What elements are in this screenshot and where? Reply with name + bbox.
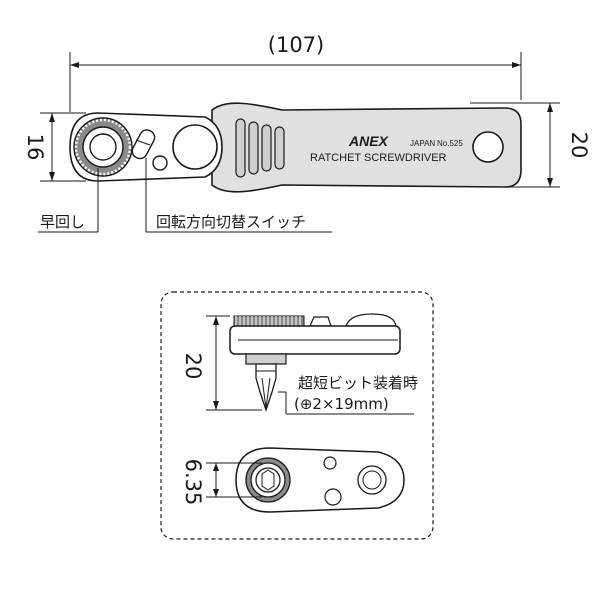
bottom-pin-lower	[324, 488, 342, 506]
callout-direction-switch-label: 回転方向切替スイッチ	[156, 213, 306, 231]
direction-switch	[131, 129, 156, 160]
length-dimension-label: (107)	[268, 33, 324, 57]
bottom-view-head	[235, 447, 405, 513]
top-view: (107) ANEX JAPAN No.525 RATCHET SCREWDRI…	[23, 33, 591, 233]
bottom-pin-upper	[323, 456, 337, 470]
side-view-head	[229, 313, 401, 355]
head-pin	[152, 155, 168, 171]
product-name: RATCHET SCREWDRIVER	[310, 152, 447, 164]
callout-quick-turn: 早回し	[38, 168, 99, 233]
handle: ANEX JAPAN No.525 RATCHET SCREWDRIVER	[211, 102, 522, 193]
handle-height-dimension: 20	[470, 102, 591, 188]
ratchet-head	[69, 112, 223, 182]
detail-view: 20 超短ビット装着時 (⊕2×19mm)	[160, 291, 434, 540]
detail-frame	[160, 291, 434, 540]
side-height-dimension: 20	[181, 315, 262, 411]
socket-dimension-label: 6.35	[181, 459, 205, 506]
bit-callout: 超短ビット装着時 (⊕2×19mm)	[278, 374, 418, 415]
hanging-hole	[472, 131, 504, 163]
bit-label-line1: 超短ビット装着時	[298, 374, 418, 392]
model-number: No.525	[437, 139, 463, 148]
brand-logo: ANEX	[348, 133, 390, 149]
length-dimension: (107)	[69, 33, 522, 112]
callout-quick-turn-label: 早回し	[40, 213, 85, 231]
quick-turn-wheel	[73, 117, 133, 177]
side-height-label: 20	[181, 353, 205, 380]
head-height-label: 16	[23, 134, 47, 161]
bit-label-line2: (⊕2×19mm)	[294, 395, 389, 413]
grip-ridges	[235, 118, 285, 178]
head-hole	[172, 124, 218, 170]
square-drive-socket	[245, 457, 291, 503]
short-bit	[245, 353, 287, 413]
callout-direction-switch: 回転方向切替スイッチ	[145, 158, 332, 233]
handle-height-label: 20	[567, 132, 591, 159]
head-height-dimension: 16	[23, 112, 86, 182]
socket-dimension: 6.35	[181, 459, 262, 506]
origin-label: JAPAN	[410, 139, 435, 148]
